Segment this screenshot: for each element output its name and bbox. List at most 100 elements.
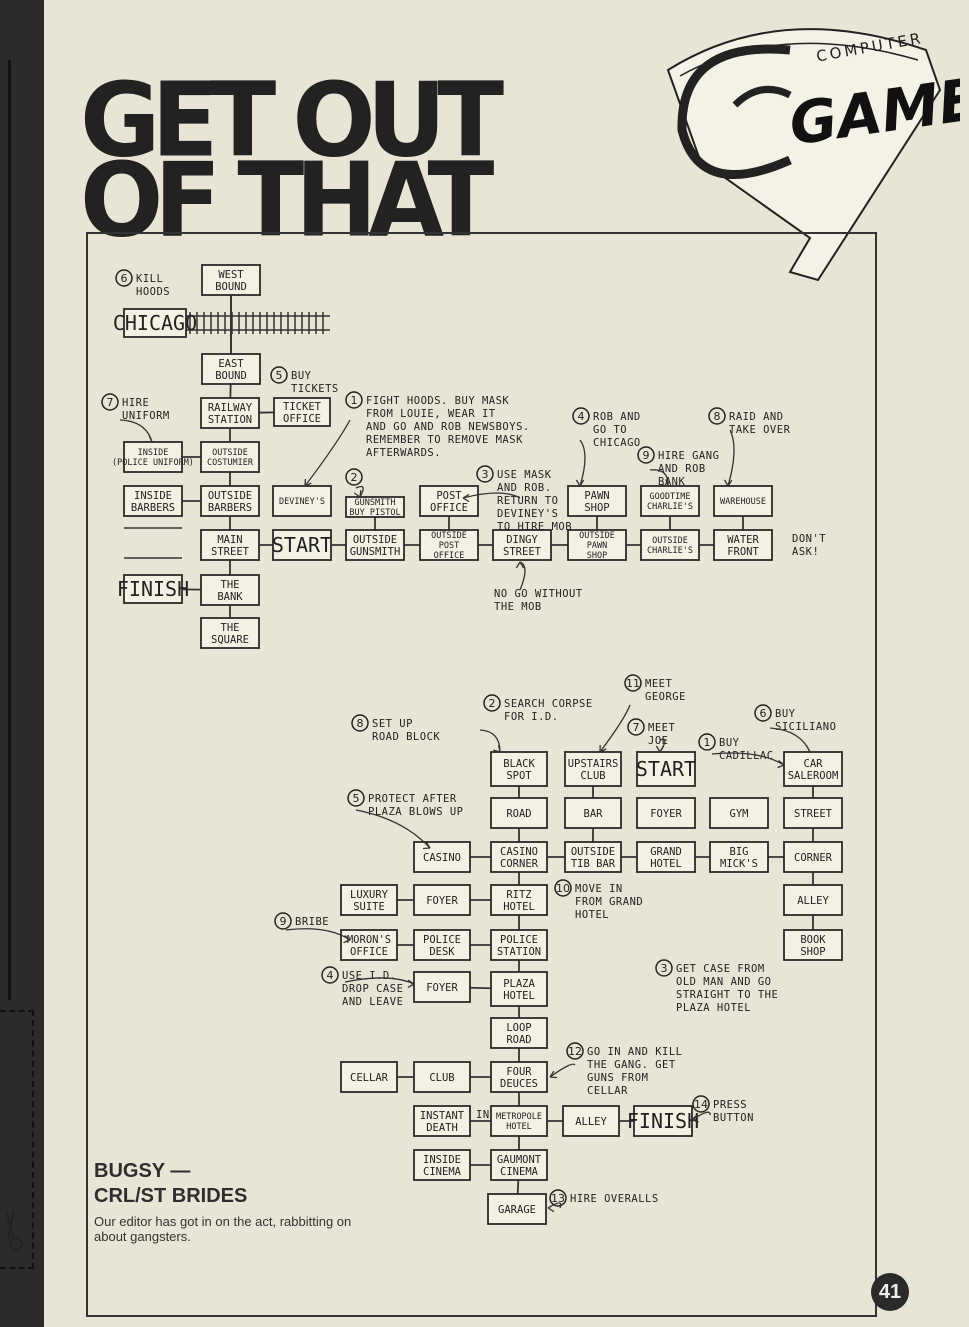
- room-foyer2: FOYER: [413, 884, 471, 916]
- room-label: INSIDE: [138, 448, 169, 458]
- note-text: GET CASE FROM: [676, 963, 765, 975]
- note-text: AND ROB: [658, 463, 706, 475]
- step-number-circle: [566, 1042, 584, 1060]
- room-label: CINEMA: [423, 1166, 462, 1178]
- arrow-line: [479, 729, 501, 753]
- room-label: THE: [221, 622, 240, 634]
- room-garage: GARAGE: [487, 1193, 547, 1225]
- arrow-head: [724, 479, 733, 487]
- arrow-line: [285, 928, 351, 941]
- arrow-line: [711, 752, 785, 766]
- arrow-head: [777, 760, 785, 769]
- note-text: FOR I.D.: [504, 711, 559, 723]
- map1-rooms: WESTBOUNDCHICAGOEASTBOUNDRAILWAYSTATIONT…: [112, 264, 773, 649]
- arrow-head: [304, 478, 312, 487]
- room-label: MAIN: [217, 534, 242, 546]
- room-label: FINISH: [117, 577, 189, 601]
- note-text: TAKE OVER: [729, 424, 791, 436]
- room-label: CELLAR: [350, 1072, 389, 1084]
- room-label: GAUMONT: [497, 1154, 542, 1166]
- room-label: STREET: [503, 546, 542, 558]
- room-label: THE: [221, 579, 240, 591]
- note-text: MEET: [648, 722, 675, 734]
- note-text: STRAIGHT TO THE: [676, 989, 778, 1001]
- note-text: IN: [476, 1109, 490, 1121]
- note-text: FROM LOUIE, WEAR IT: [366, 408, 496, 420]
- step-number: 11: [626, 677, 640, 690]
- step-number-circle: [698, 733, 716, 751]
- room-label: WATER: [727, 534, 759, 546]
- railway-track: [186, 295, 330, 354]
- note-text: SET UP: [372, 718, 413, 730]
- step-number-circle: [708, 407, 726, 425]
- arrow-line: [599, 704, 631, 753]
- room-label: HOTEL: [506, 1122, 532, 1132]
- note-text: HIRE OVERALLS: [570, 1193, 659, 1205]
- room-label: SUITE: [353, 901, 385, 913]
- room-label: BUY PISTOL: [349, 508, 400, 518]
- room-label: RITZ: [506, 889, 531, 901]
- note-text: NO GO WITHOUT: [494, 588, 583, 600]
- room-label: INSIDE: [134, 490, 172, 502]
- room-label: BARBERS: [131, 502, 175, 514]
- room-label: POST: [436, 490, 462, 502]
- room-label: STREET: [794, 808, 833, 820]
- arrow-head: [661, 479, 669, 487]
- caption-body: Our editor has got in on the act, rabbit…: [94, 1214, 352, 1244]
- room-label: OUTSIDE: [212, 448, 248, 458]
- note-text: CHICAGO: [593, 437, 641, 449]
- note-text: AND ROB.: [497, 482, 552, 494]
- note-text: JOE: [648, 735, 668, 747]
- arrow-line: [344, 977, 415, 985]
- room-label: LOOP: [506, 1022, 531, 1034]
- room-deviney: DEVINEY'S: [272, 485, 332, 517]
- note-text: REMEMBER TO REMOVE MASK: [366, 434, 523, 446]
- room-label: LUXURY: [350, 889, 389, 901]
- room-gym: GYM: [709, 797, 769, 829]
- arrow-head: [462, 493, 470, 503]
- room-label: MICK'S: [720, 858, 758, 870]
- step-number-circle: [476, 465, 494, 483]
- room-cellar: CELLAR: [340, 1061, 398, 1093]
- room-label: CAR: [804, 758, 824, 770]
- step-number-circle: [624, 674, 642, 692]
- note-in_label: IN: [476, 1109, 490, 1121]
- page-number: 41: [871, 1273, 909, 1311]
- room-label: MORON'S: [347, 934, 391, 946]
- room-label: BOOK: [800, 934, 826, 946]
- note-text: HIRE: [122, 397, 149, 409]
- note-text: USE I.D.: [342, 970, 397, 982]
- room-casino: CASINO: [413, 841, 471, 873]
- room-label: SHOP: [587, 551, 607, 561]
- step-number: 9: [280, 915, 287, 928]
- scissors-icon: [5, 1209, 23, 1251]
- room-label: OUTSIDE: [571, 846, 615, 858]
- step-number: 1: [351, 394, 358, 407]
- room-label: POLICE: [500, 934, 538, 946]
- step-number: 3: [661, 962, 668, 975]
- arrow-head: [691, 1114, 699, 1123]
- step-number: 6: [760, 707, 767, 720]
- arrow-line: [119, 419, 153, 443]
- room-label: PAWN: [587, 541, 607, 551]
